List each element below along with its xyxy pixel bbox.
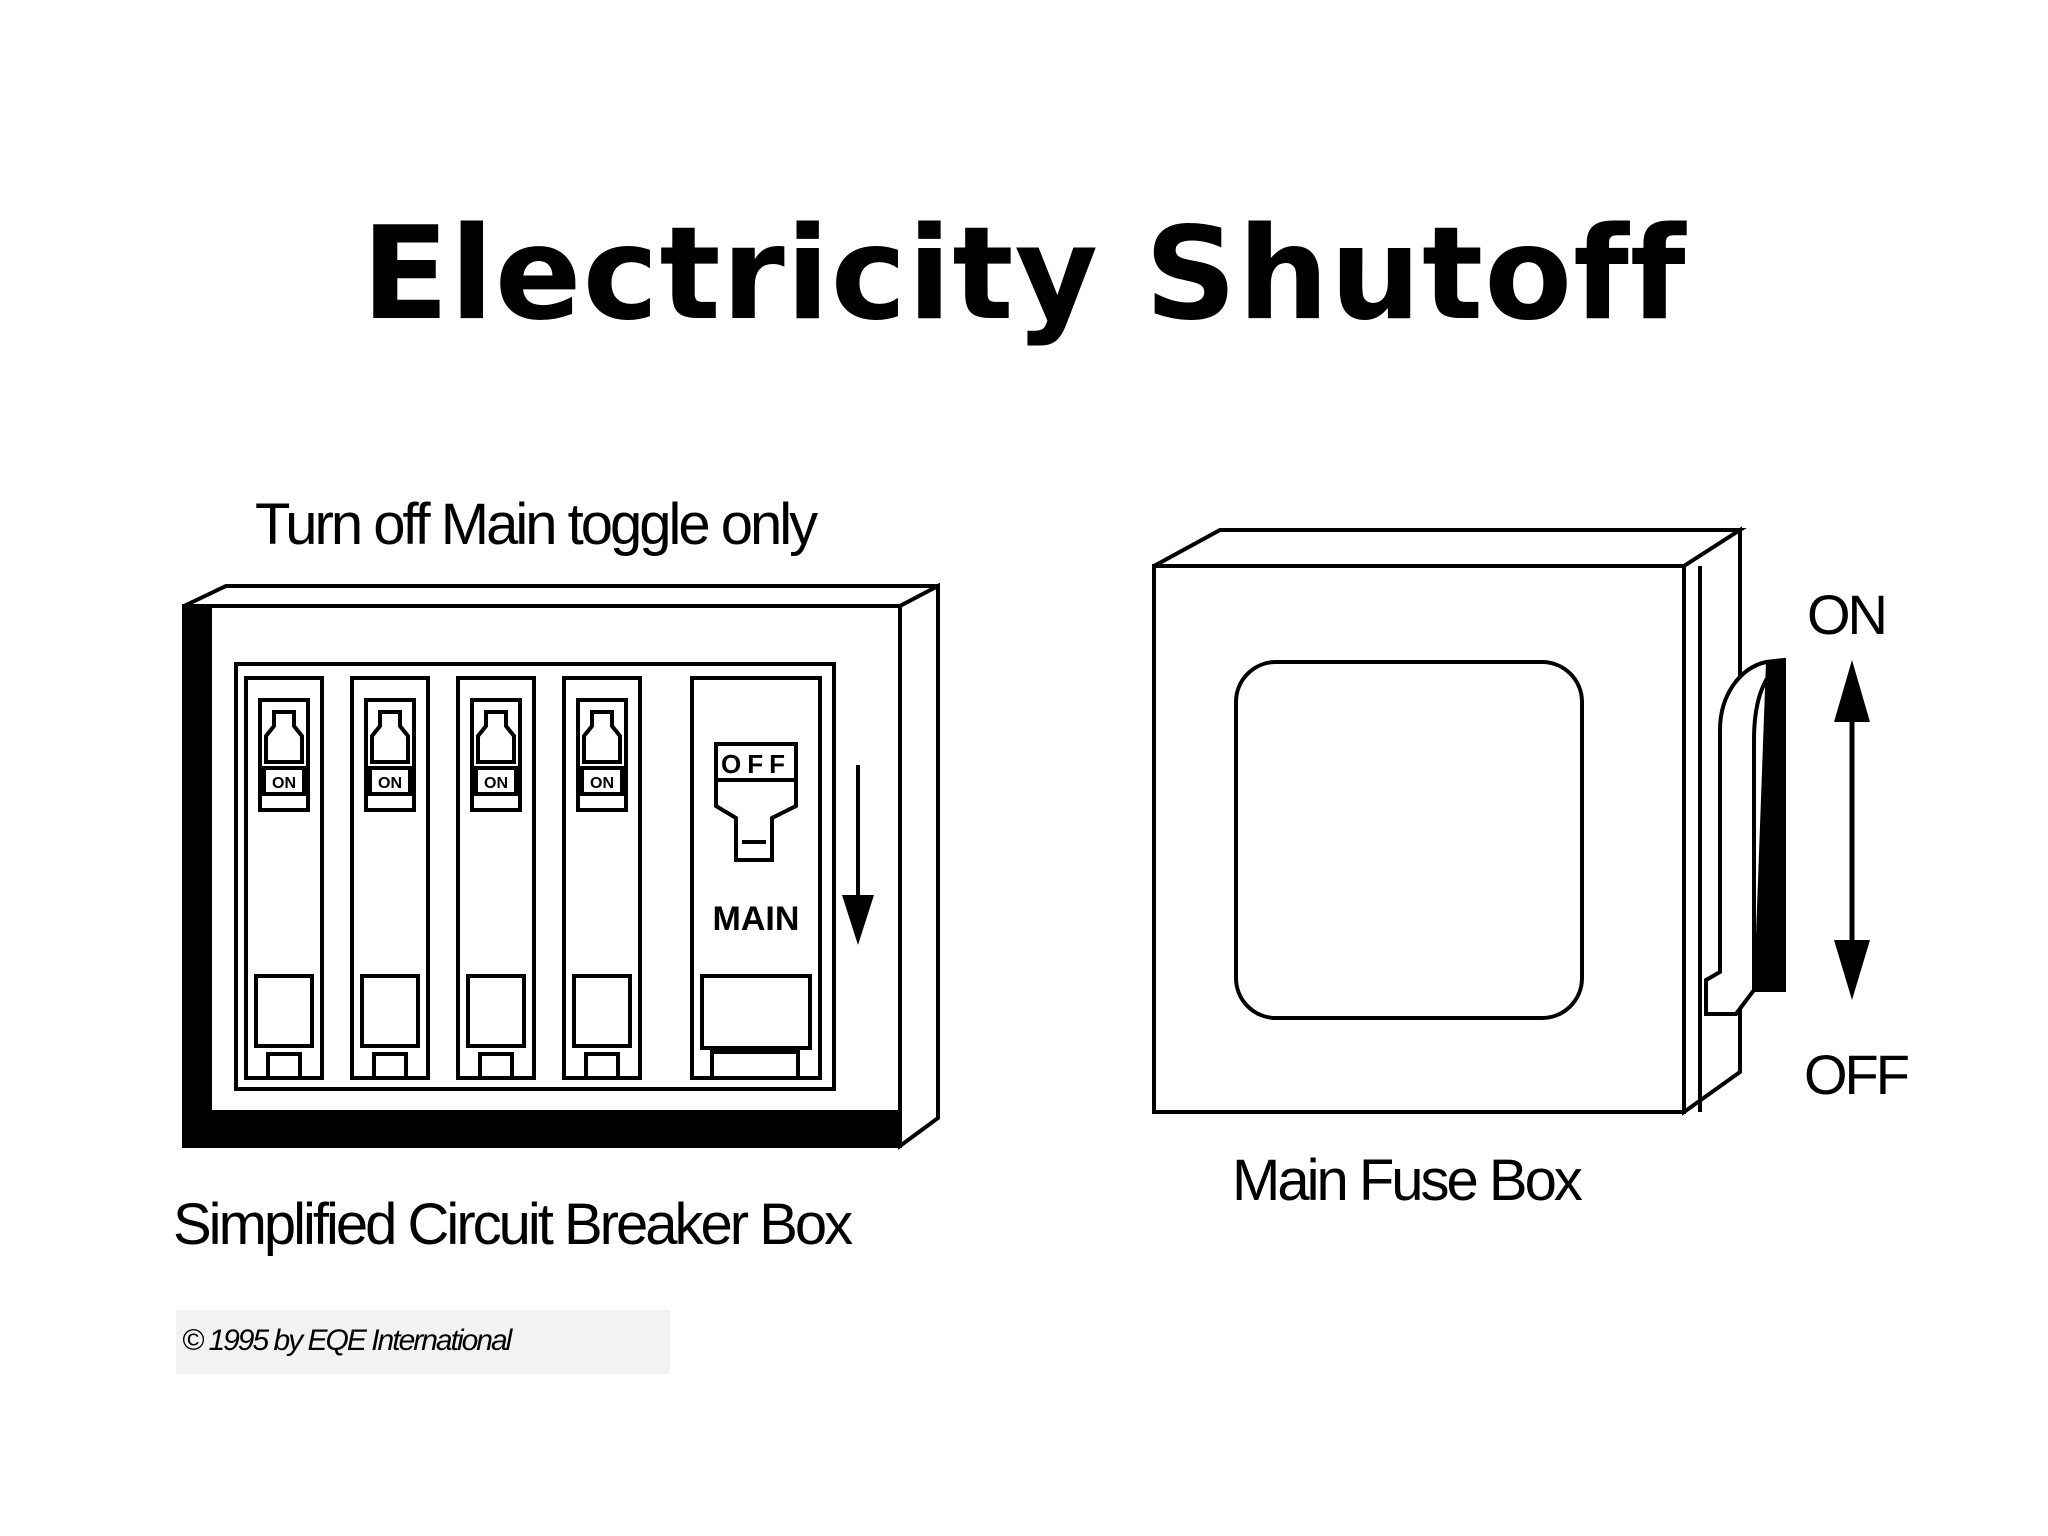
breaker-2-part	[368, 766, 412, 796]
breaker-3-part	[466, 974, 526, 1048]
breaker-instruction-label: Turn off Main toggle only	[255, 492, 818, 557]
breaker-4-state: ON	[590, 775, 614, 792]
fuse-box-handle	[1704, 657, 1786, 1016]
main-breaker: OFF MAIN	[690, 676, 822, 1080]
breaker-group: ON ON ON ON	[244, 676, 642, 1080]
breaker-1-state: ON	[272, 775, 296, 792]
breaker-2-part	[370, 710, 410, 764]
breaker-1: ON	[244, 676, 324, 1080]
breaker-2: ON	[350, 676, 430, 1080]
breaker-1-part	[254, 974, 314, 1048]
breaker-box-caption: Simplified Circuit Breaker Box	[173, 1192, 853, 1257]
breaker-1-part	[264, 710, 304, 764]
on-off-double-arrow-icon	[1834, 660, 1870, 1000]
breaker-3: ON	[456, 676, 536, 1080]
on-label: ON	[1807, 583, 1888, 646]
breaker-4-part	[582, 710, 622, 764]
breaker-4-part	[580, 766, 624, 796]
breaker-4-part	[572, 974, 632, 1048]
off-label: OFF	[1804, 1043, 1910, 1106]
breaker-3-part	[478, 1052, 514, 1080]
breaker-3-part	[476, 710, 516, 764]
breaker-2-part	[372, 1052, 408, 1080]
main-switch-state: OFF	[721, 749, 791, 779]
copyright-text: © 1995 by EQE International	[182, 1324, 512, 1357]
breaker-1-part	[262, 766, 306, 796]
fuse-box-caption: Main Fuse Box	[1232, 1148, 1583, 1213]
breaker-2-part	[360, 974, 420, 1048]
main-switch-label: MAIN	[713, 900, 800, 938]
breaker-3-state: ON	[484, 775, 508, 792]
breaker-2-state: ON	[378, 775, 402, 792]
main-fuse-box	[1152, 526, 1747, 1116]
breaker-1-part	[266, 1052, 302, 1080]
down-arrow-icon	[842, 765, 874, 945]
breaker-3-part	[474, 766, 518, 796]
slide-title: Electricity Shutoff	[361, 200, 1687, 349]
breaker-4: ON	[562, 676, 642, 1080]
breaker-4-part	[584, 1052, 620, 1080]
copyright-notice: © 1995 by EQE International	[176, 1310, 670, 1374]
